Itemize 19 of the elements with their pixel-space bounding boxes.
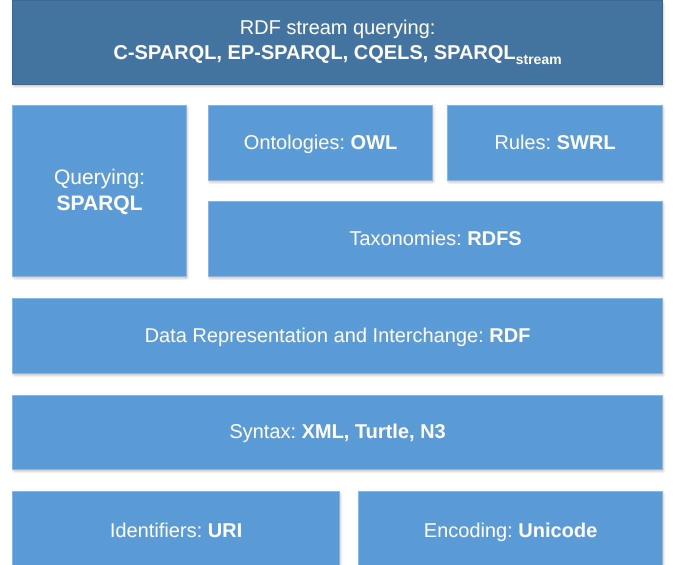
layer-box (12, 0, 663, 85)
layer-box (12, 491, 340, 565)
layer-label: RDF stream querying: (240, 16, 436, 42)
layer-label: Ontologies: OWL (244, 130, 398, 156)
layer-box (447, 105, 663, 181)
layer-label: C-SPARQL, EP-SPARQL, CQELS, SPARQL$_{stream}$ (113, 41, 562, 69)
layer-box (208, 201, 663, 277)
layer-label: Rules: SWRL (494, 130, 616, 156)
layer-box (358, 491, 663, 565)
layer-box (12, 298, 663, 374)
layer-box (12, 395, 663, 470)
layer-label: Syntax: XML, Turtle, N3 (229, 420, 446, 445)
layer-label: Encoding: Unicode (424, 518, 598, 544)
layer-label: Data Representation and Interchange: RDF (144, 324, 530, 348)
layer-label: Taxonomies: RDFS (349, 226, 522, 252)
layer-label: Identifiers: URI (110, 518, 242, 544)
layer-box (208, 105, 433, 181)
layer-box (12, 105, 187, 277)
layer-label: Querying: SPARQL (52, 164, 146, 217)
